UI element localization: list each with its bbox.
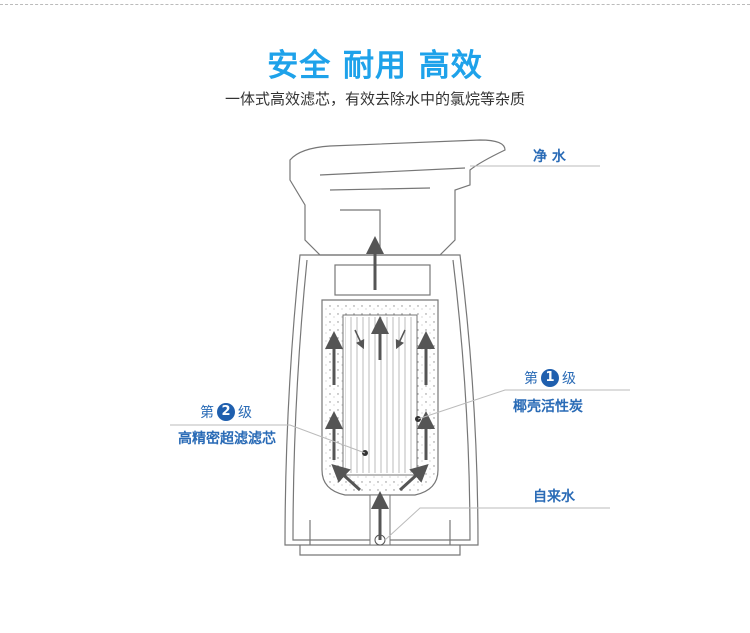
stage1-number-badge: 1	[541, 369, 559, 387]
label-stage1: 第 1 级	[524, 368, 576, 388]
stage2-suffix: 级	[238, 405, 252, 421]
stage2-number-badge: 2	[217, 403, 235, 421]
stage2-prefix: 第	[200, 405, 214, 421]
label-stage2: 第 2 级	[200, 402, 252, 422]
top-dashed-divider	[0, 4, 750, 5]
label-stage1-name: 椰壳活性炭	[513, 399, 583, 415]
label-stage2-name: 高精密超滤滤芯	[178, 431, 276, 447]
stage1-prefix: 第	[524, 371, 538, 387]
label-tap-water: 自来水	[533, 489, 575, 505]
stage1-suffix: 级	[562, 371, 576, 387]
leader-lines	[170, 165, 630, 541]
page-title: 安全 耐用 高效	[267, 48, 483, 84]
flow-arrows	[325, 236, 435, 540]
page-subtitle: 一体式高效滤芯，有效去除水中的氯烷等杂质	[224, 90, 525, 108]
label-pure-water: 净 水	[533, 149, 566, 165]
